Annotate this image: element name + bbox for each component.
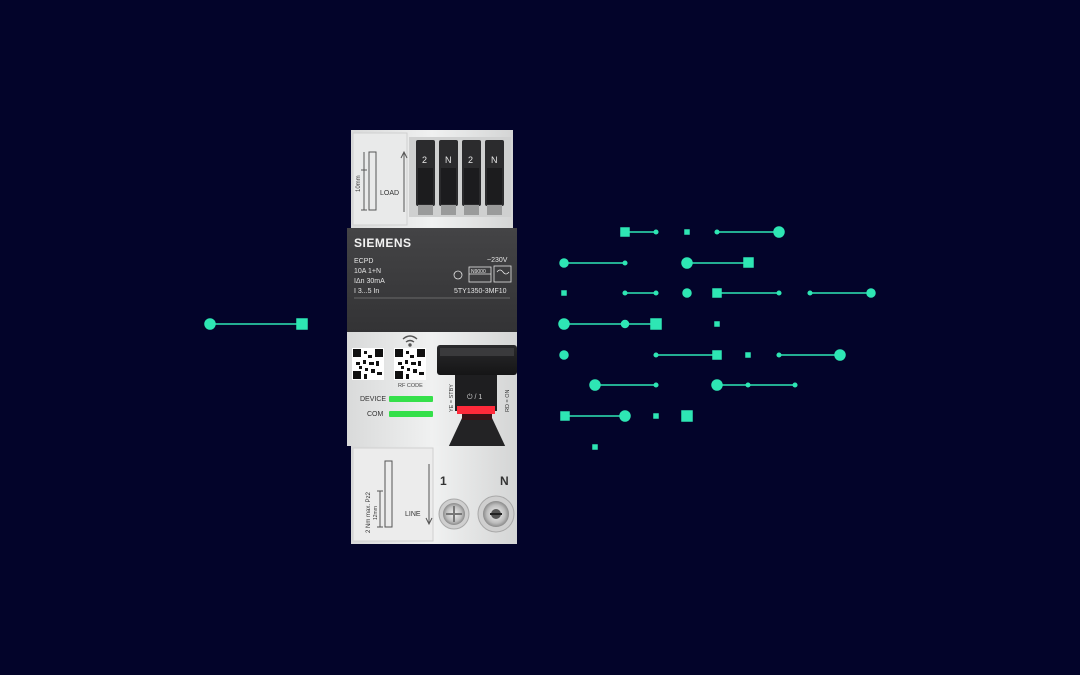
bottom-terminal-label-1: 1 — [440, 474, 447, 488]
qr-code-rf — [394, 348, 426, 380]
rf-code-label: RF CODE — [398, 383, 423, 389]
label-line-2: 10A 1+N — [354, 268, 381, 275]
link-row-8 — [592, 444, 598, 450]
brand-logo: SIEMENS — [354, 236, 412, 250]
voltage-label: ~230V — [487, 257, 508, 264]
top-dimension-drawing — [361, 150, 408, 212]
device-led-label: DEVICE — [360, 396, 386, 403]
top-terminal-2[interactable] — [439, 140, 458, 215]
bottom-label-plate — [352, 447, 434, 542]
device-led — [389, 396, 433, 402]
com-led-label: COM — [367, 411, 384, 418]
bottom-dimension-drawing — [377, 460, 433, 528]
left-link-line — [204, 318, 308, 330]
terminal-label-4: N — [491, 155, 498, 165]
rating-box-text: N9000 — [471, 269, 486, 275]
screw-terminal-n[interactable] — [477, 495, 515, 533]
link-row-7 — [560, 410, 693, 422]
standby-label: YE = STBY — [449, 384, 455, 412]
qr-code-device — [352, 348, 384, 380]
top-dimension-text: 10mm — [356, 175, 362, 192]
terminal-label-2: N — [445, 155, 452, 165]
terminal-label-3: 2 — [468, 155, 473, 165]
link-row-2 — [559, 257, 754, 269]
switch-lever[interactable] — [437, 345, 517, 450]
com-led — [389, 411, 433, 417]
label-line-1: ECPD — [354, 258, 373, 265]
ecpd-device: 10mm LOAD — [347, 130, 517, 544]
top-terminal-3[interactable] — [462, 140, 481, 215]
top-terminal-block: 2 N 2 N — [409, 137, 511, 217]
link-row-5 — [559, 349, 846, 361]
network-graphic — [204, 226, 876, 450]
certification-icons — [453, 265, 512, 283]
load-label: LOAD — [380, 190, 399, 197]
top-terminal-4[interactable] — [485, 140, 504, 215]
line-label: LINE — [405, 511, 421, 518]
label-line-3: IΔn 30mA — [354, 278, 385, 285]
bottom-terminal-label-n: N — [500, 474, 509, 488]
link-row-4 — [558, 318, 720, 330]
on-label: RD = ON — [505, 390, 511, 412]
label-panel — [347, 228, 517, 332]
wifi-icon — [402, 335, 418, 347]
lever-symbol: ⏻ / 1 — [467, 393, 482, 401]
terminal-label-1: 2 — [422, 155, 427, 165]
top-terminal-1[interactable] — [416, 140, 435, 215]
link-row-6 — [589, 379, 798, 391]
bottom-dimension-text: 12mm — [373, 506, 379, 520]
torque-label: 2 Nm max. Pz2 — [366, 491, 372, 533]
screw-terminal-1[interactable] — [438, 498, 470, 530]
link-row-3 — [561, 288, 876, 298]
model-number: 5TY1350-3MF10 — [454, 288, 507, 295]
link-row-1 — [620, 226, 785, 238]
label-line-4: I 3...5 In — [354, 288, 379, 295]
